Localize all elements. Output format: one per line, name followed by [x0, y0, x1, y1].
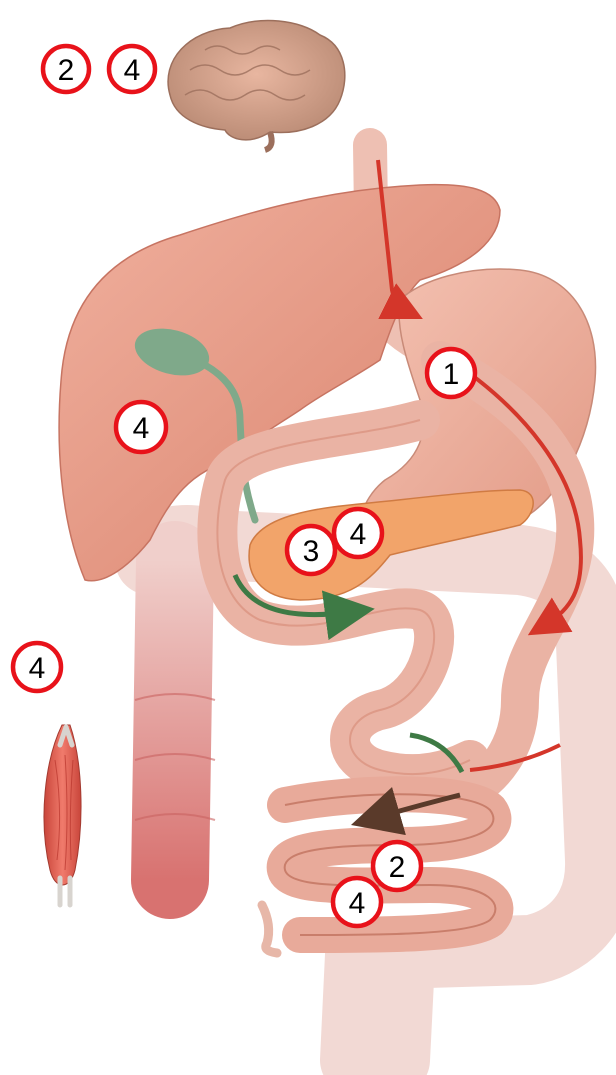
marker-esophagus-stomach-1: 1 [427, 349, 475, 397]
muscle [44, 725, 81, 905]
brain [168, 21, 345, 150]
marker-label: 4 [29, 652, 46, 685]
marker-liver-4: 4 [116, 402, 166, 452]
marker-label: 4 [349, 887, 366, 920]
marker-label: 4 [350, 518, 367, 551]
marker-label: 4 [133, 412, 150, 445]
appendix [262, 905, 277, 953]
marker-label: 4 [124, 54, 141, 87]
marker-pancreas-4: 4 [334, 509, 382, 557]
marker-label: 2 [389, 851, 406, 884]
marker-label: 2 [58, 54, 75, 87]
marker-pancreas-3: 3 [287, 526, 335, 574]
marker-brain-4: 4 [109, 46, 155, 92]
marker-label: 3 [303, 535, 320, 568]
marker-intestine-4: 4 [333, 878, 381, 926]
marker-brain-2: 2 [43, 46, 89, 92]
marker-intestine-2: 2 [373, 842, 421, 890]
marker-muscle-4: 4 [13, 643, 61, 691]
marker-label: 1 [443, 358, 460, 391]
